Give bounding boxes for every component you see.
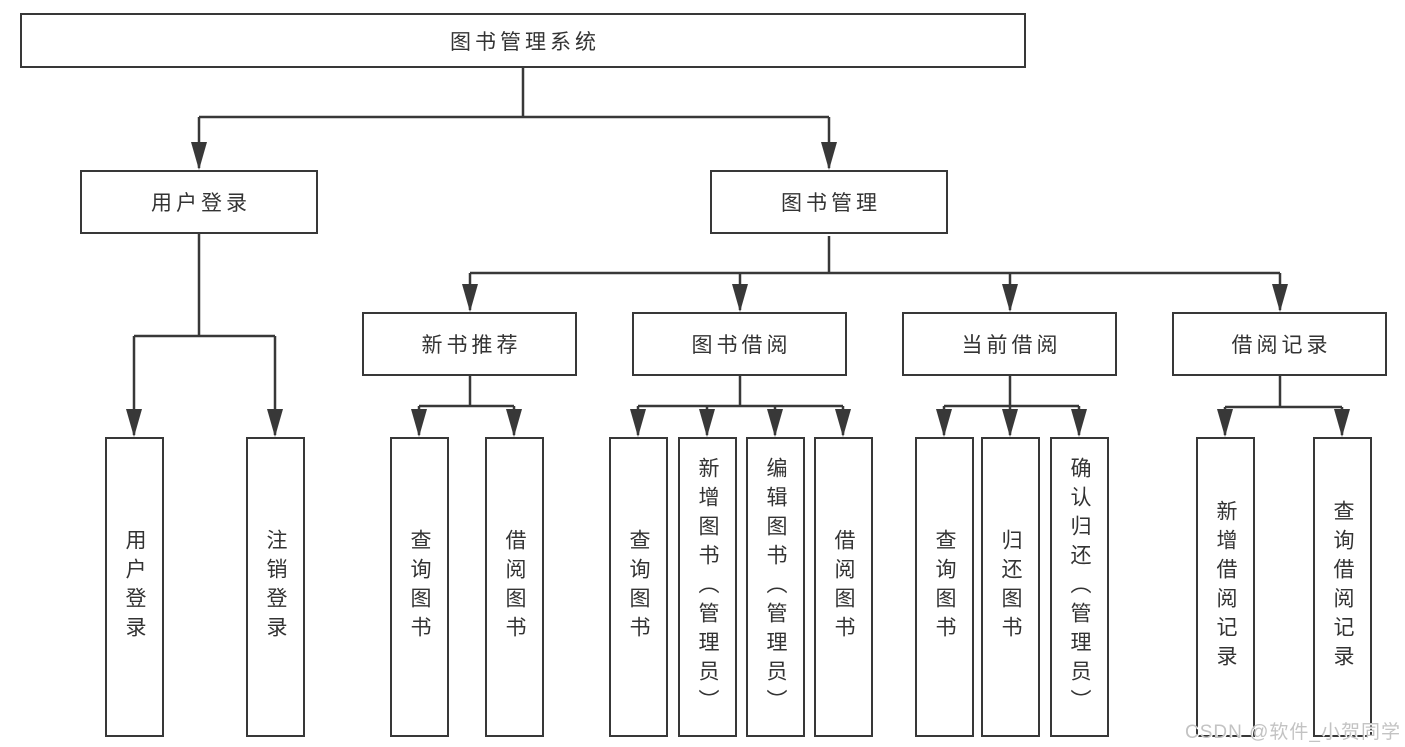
node-user-login: 用户登录	[80, 170, 318, 234]
arrowhead-icon	[126, 409, 142, 437]
leaf-label: 借阅图书	[832, 529, 855, 645]
leaf-label: 查询图书	[933, 529, 956, 645]
leaf-current-return-book: 归还图书	[981, 437, 1040, 737]
arrowhead-icon	[699, 409, 715, 437]
arrowhead-icon	[411, 409, 427, 437]
arrowhead-icon	[191, 142, 207, 170]
arrowhead-icon	[732, 284, 748, 312]
arrowhead-icon	[506, 409, 522, 437]
arrowhead-icon	[835, 409, 851, 437]
leaf-rec-borrow-book: 借阅图书	[485, 437, 544, 737]
leaf-label: 借阅图书	[503, 529, 526, 645]
arrowhead-icon	[1071, 409, 1087, 437]
node-borrowing-records: 借阅记录	[1172, 312, 1387, 376]
leaf-label: 新增图书（管理员）	[696, 456, 719, 718]
node-new-book-recommendation: 新书推荐	[362, 312, 577, 376]
arrowhead-icon	[936, 409, 952, 437]
node-book-management: 图书管理	[710, 170, 948, 234]
tree-edges	[132, 68, 1344, 435]
leaf-current-confirm-return-admin: 确认归还（管理员）	[1050, 437, 1109, 737]
leaf-borrow-add-book-admin: 新增图书（管理员）	[678, 437, 737, 737]
leaf-current-query-book: 查询图书	[915, 437, 974, 737]
arrowhead-icon	[1217, 409, 1233, 437]
leaf-label: 查询图书	[408, 529, 431, 645]
leaf-label: 用户登录	[123, 529, 146, 645]
leaf-label: 新增借阅记录	[1214, 500, 1237, 674]
arrowhead-icons	[126, 142, 1350, 437]
leaf-label: 确认归还（管理员）	[1068, 456, 1091, 718]
leaf-label: 编辑图书（管理员）	[764, 456, 787, 718]
arrowhead-icon	[462, 284, 478, 312]
arrowhead-icon	[821, 142, 837, 170]
leaf-borrow-query-book: 查询图书	[609, 437, 668, 737]
arrowhead-icon	[1334, 409, 1350, 437]
arrowhead-icon	[1002, 284, 1018, 312]
leaf-borrow-edit-book-admin: 编辑图书（管理员）	[746, 437, 805, 737]
leaf-label: 归还图书	[999, 529, 1022, 645]
leaf-label: 查询图书	[627, 529, 650, 645]
node-book-borrowing: 图书借阅	[632, 312, 847, 376]
leaf-user-login: 用户登录	[105, 437, 164, 737]
leaf-label: 查询借阅记录	[1331, 500, 1354, 674]
node-root-system: 图书管理系统	[20, 13, 1026, 68]
arrowhead-icon	[630, 409, 646, 437]
leaf-history-add-record: 新增借阅记录	[1196, 437, 1255, 737]
leaf-history-query-record: 查询借阅记录	[1313, 437, 1372, 737]
arrowhead-icon	[267, 409, 283, 437]
node-current-borrowing: 当前借阅	[902, 312, 1117, 376]
leaf-label: 注销登录	[264, 529, 287, 645]
leaf-rec-query-book: 查询图书	[390, 437, 449, 737]
arrowhead-icon	[1002, 409, 1018, 437]
leaf-logout: 注销登录	[246, 437, 305, 737]
arrowhead-icon	[767, 409, 783, 437]
leaf-borrow-borrow-book: 借阅图书	[814, 437, 873, 737]
arrowhead-icon	[1272, 284, 1288, 312]
